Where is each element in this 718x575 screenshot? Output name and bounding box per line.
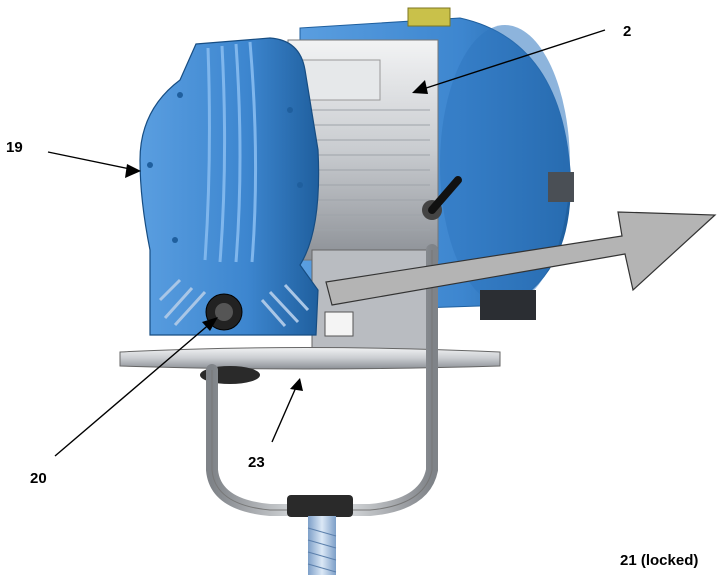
leader-20 (54, 321, 213, 457)
callout-2: 2 (623, 23, 631, 40)
arrowhead-23 (290, 378, 303, 391)
callout-20: 20 (30, 470, 47, 487)
lock-lever (422, 176, 462, 220)
yoke (206, 244, 438, 517)
leader-lines (47, 29, 606, 457)
arrowhead-2 (412, 80, 428, 94)
handle-bar (119, 347, 501, 384)
side-connector (480, 290, 536, 320)
leader-23 (271, 384, 298, 443)
direction-arrow (325, 211, 717, 306)
rear-bracket (548, 172, 574, 202)
callout-23: 23 (248, 454, 265, 471)
stand-stem (307, 516, 337, 575)
leader-arrowheads (125, 80, 428, 391)
socket-panel (324, 311, 354, 337)
top-clip (407, 7, 451, 27)
yoke-clamp (287, 495, 353, 517)
callout-21-locked: 21 (locked) (620, 552, 698, 569)
arrowhead-19 (125, 164, 141, 178)
leader-19 (47, 151, 136, 171)
front-housing (139, 37, 320, 336)
leader-2 (419, 29, 606, 91)
arrowhead-20 (202, 317, 218, 331)
callout-19: 19 (6, 139, 23, 156)
